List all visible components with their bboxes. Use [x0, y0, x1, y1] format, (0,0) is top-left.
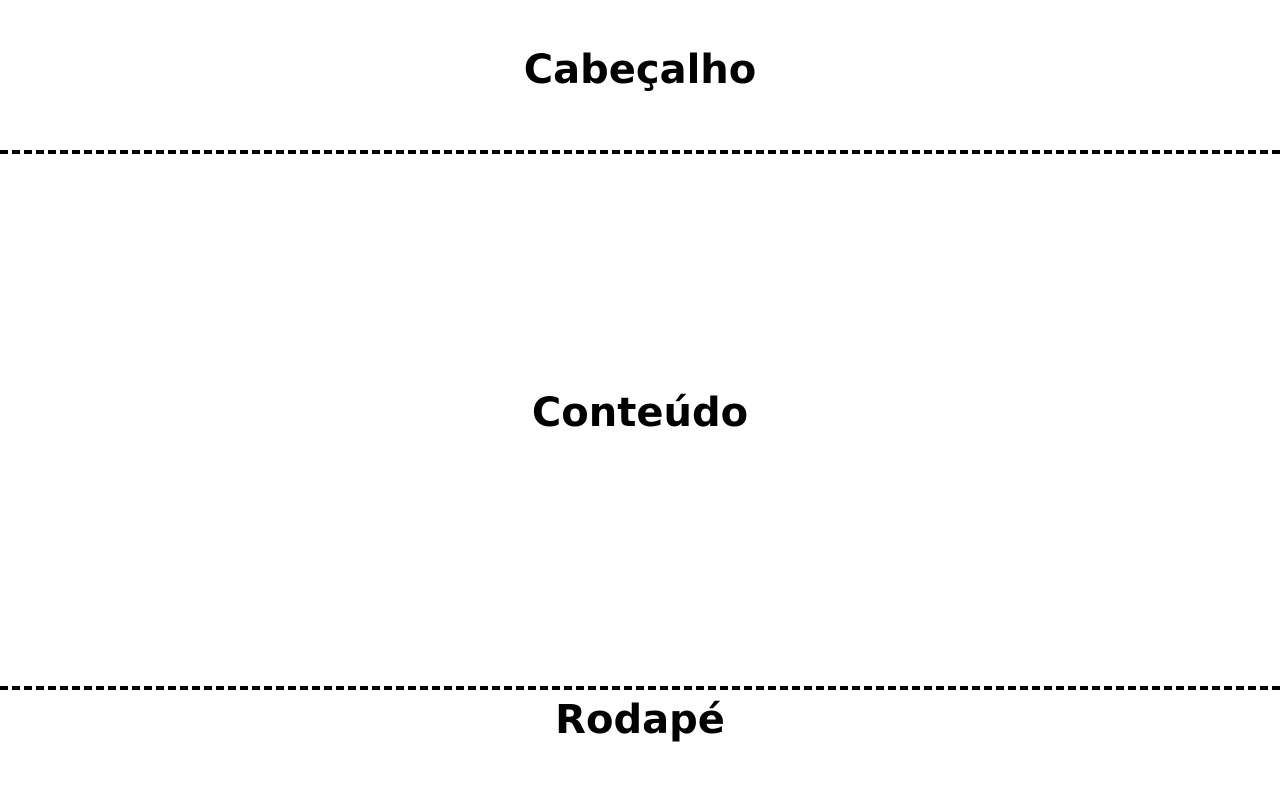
- content-section: Conteúdo: [0, 158, 1280, 686]
- footer-section: Rodapé: [0, 686, 1280, 800]
- header-title: Cabeçalho: [523, 47, 757, 93]
- header-section: Cabeçalho: [0, 0, 1280, 154]
- content-title: Conteúdo: [531, 390, 749, 436]
- footer-title: Rodapé: [555, 697, 725, 743]
